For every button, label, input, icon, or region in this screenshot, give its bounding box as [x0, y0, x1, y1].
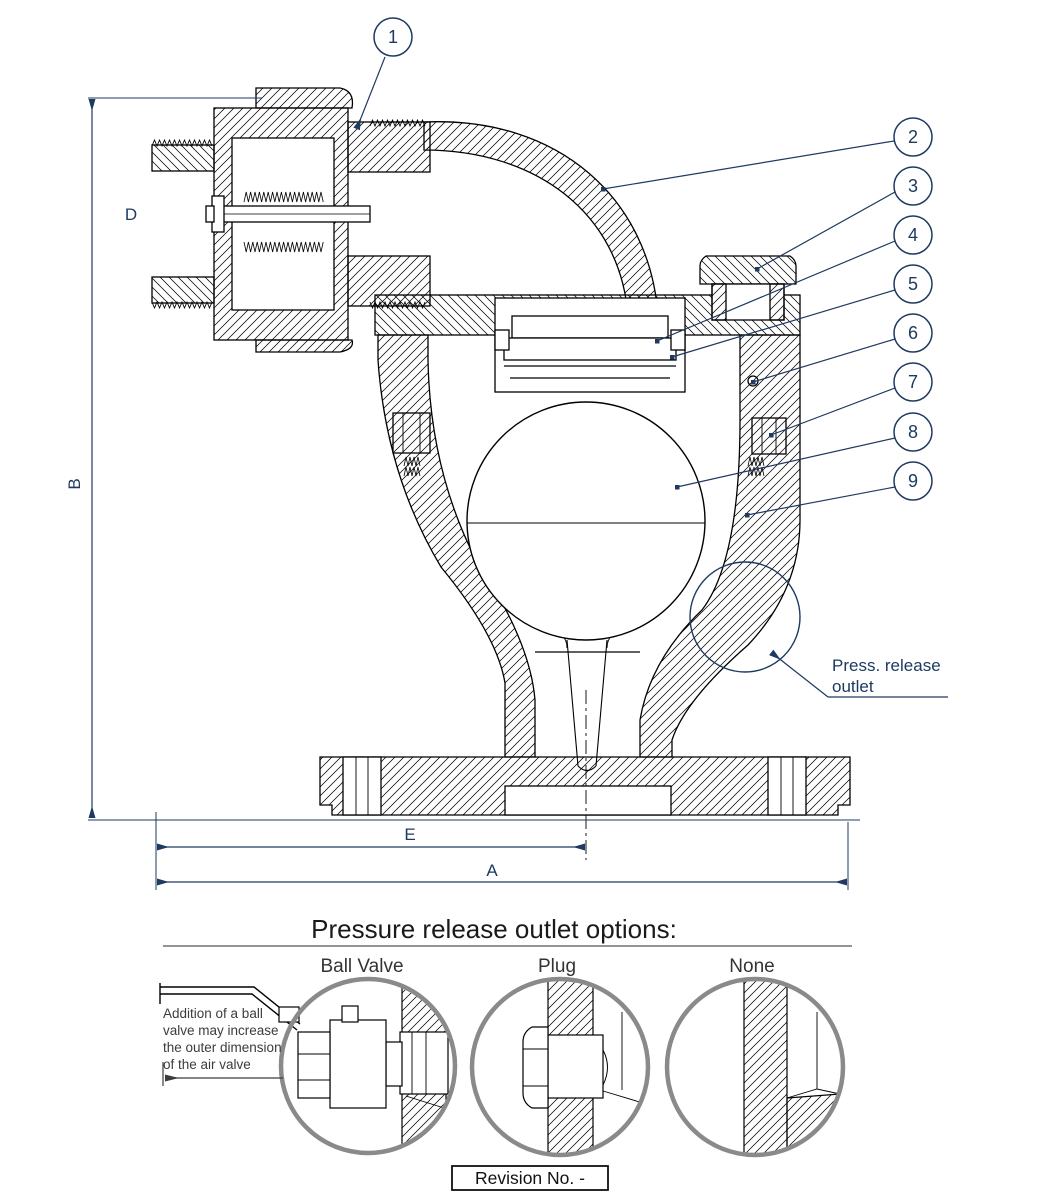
dimension-a-label: A	[486, 861, 498, 880]
hex-cap	[699, 255, 797, 285]
float-ball	[466, 401, 706, 641]
option-label-ball-valve: Ball Valve	[320, 956, 403, 977]
union-nut-collar-top	[255, 87, 354, 109]
dimension-a: A	[157, 822, 849, 890]
dimension-b: B	[65, 97, 860, 821]
main-section-view	[151, 87, 851, 860]
press-release-callout: Press. release outlet	[689, 561, 948, 698]
balloon-5-label: 5	[908, 274, 918, 294]
option-none-detail	[664, 976, 846, 1158]
note-line-4: of the air valve	[163, 1057, 251, 1072]
balloons-2-9: 2 3 4 5 6 7 8 9	[893, 117, 933, 501]
press-release-label-line2: outlet	[832, 677, 874, 696]
body-wall-left	[377, 334, 536, 758]
option-label-none: None	[729, 956, 774, 977]
dimension-e-label: E	[404, 825, 415, 844]
drain-funnel	[535, 629, 640, 772]
balloon-8-label: 8	[908, 422, 918, 442]
note-line-1: Addition of a ball	[163, 1006, 263, 1021]
option-circle-plug	[469, 976, 651, 1158]
revision-label: Revision No. -	[475, 1168, 585, 1188]
balloon-1: 1	[353, 17, 413, 131]
thread-zigzag-top	[151, 138, 213, 148]
option-circle-ball-valve	[278, 976, 458, 1156]
bottom-flange	[319, 756, 851, 816]
plug-body	[547, 1034, 604, 1099]
balloon-9-label: 9	[908, 471, 918, 491]
note-line-2: valve may increase	[163, 1023, 279, 1038]
spring-row-top	[243, 191, 324, 203]
option-plug-detail	[469, 976, 651, 1158]
ball-valve-note: Addition of a ball valve may increase th…	[162, 1006, 283, 1086]
dimension-e: E	[155, 812, 585, 890]
spring-row-bottom	[243, 241, 324, 253]
options-title: Pressure release outlet options:	[311, 914, 677, 944]
balloon-1-leader	[353, 56, 386, 131]
annotations: 1 2 3 4 5 6	[65, 17, 948, 890]
option-label-plug: Plug	[538, 956, 576, 977]
seat-assembly	[494, 297, 686, 393]
revision-box: Revision No. -	[451, 1165, 609, 1191]
dimension-b-label: B	[65, 478, 84, 489]
balloon-1-label: 1	[388, 27, 398, 47]
body-wall-right	[639, 334, 801, 758]
press-release-label-line1: Press. release	[832, 656, 941, 675]
balloon-2-label: 2	[908, 127, 918, 147]
balloon-leaders	[601, 140, 896, 518]
plug-hex-head	[522, 1026, 549, 1109]
balloon-4-label: 4	[908, 225, 918, 245]
union-coupling	[151, 87, 431, 353]
balloon-7-label: 7	[908, 372, 918, 392]
outlet-boss	[699, 255, 797, 387]
option-circle-none	[664, 976, 846, 1158]
ball-valve-body	[329, 1019, 387, 1109]
thread-zigzag-bottom	[151, 300, 213, 310]
options-section: Pressure release outlet options: Ball Va…	[159, 914, 852, 1158]
union-nut-collar-bottom	[255, 339, 354, 353]
ball-valve-hex	[297, 1031, 331, 1099]
dimension-d-label: D	[125, 205, 137, 224]
balloon-3-label: 3	[908, 176, 918, 196]
elbow-band	[423, 121, 659, 317]
balloon-6-label: 6	[908, 323, 918, 343]
note-line-3: the outer dimension	[163, 1040, 282, 1055]
detail-circle	[689, 561, 801, 673]
